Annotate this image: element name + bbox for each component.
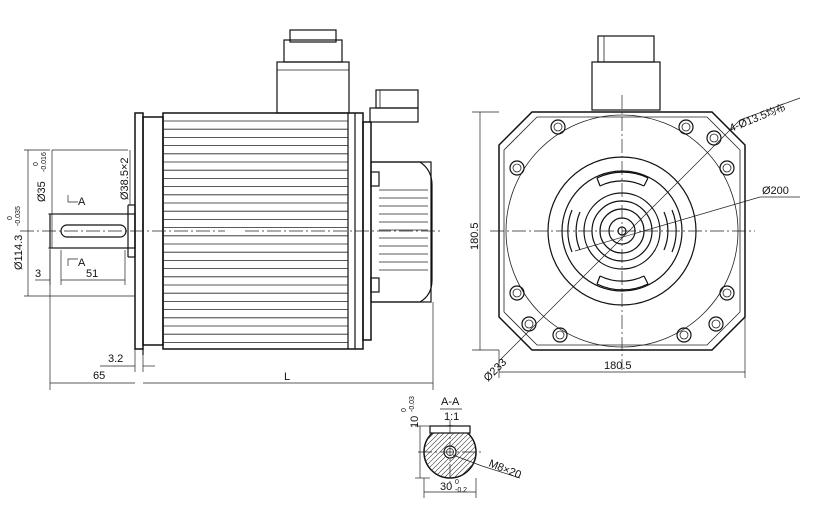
hatch-line [424,426,426,478]
thread-label: M8×20 [487,458,523,482]
rear-housing [362,121,433,341]
mounting-hole [509,285,525,301]
mounting-hole-inner [709,133,719,143]
mounting-hole-inner [679,330,689,340]
mounting-hole [708,316,724,332]
mounting-hole [706,130,722,146]
key-width-tol-upper: 0 [401,408,408,412]
section-marker-top: A [78,196,86,208]
mounting-hole [678,119,694,135]
flange-plate [134,112,164,355]
mounting-hole-inner [524,319,534,329]
hatch-line [360,422,420,482]
mounting-hole [552,327,568,343]
mounting-hole-inner [553,122,563,132]
key-depth-tol-upper: 0 [455,479,459,486]
encoder-connector [369,89,419,123]
shaft-diameter-label: Ø35 [36,181,48,202]
flange-width-label: 180.5 [604,360,632,372]
body-length-label: L [284,371,290,383]
section-scale: 1:1 [444,411,459,423]
mounting-hole-inner [681,122,691,132]
shaft-length-label: 65 [93,370,105,382]
mounting-hole-inner [711,319,721,329]
pilot-diameter-tol-upper: 0 [7,216,14,220]
pcd-label: Ø200 [762,185,789,197]
flange-height-label: 180.5 [469,222,481,250]
key-length-label: 51 [86,268,98,280]
mounting-hole [509,160,525,176]
mounting-hole [719,160,735,176]
outer-diameter-label: Ø233 [482,357,510,385]
pilot-diameter-tol-lower: -0.035 [15,206,22,226]
shaft-diameter-tol-upper: 0 [33,162,40,166]
shaft-diameter-tol-lower: -0.016 [41,152,48,172]
mounting-holes [509,119,735,343]
flange-gap-label: 3.2 [108,353,123,365]
flange-outline [498,111,746,351]
side-view: Ø35 0 -0.016 Ø38.5×2 Ø114.3 0 -0.035 A A… [7,29,440,390]
key-width-label: 10 [409,416,421,428]
mounting-hole [676,327,692,343]
shoulder-diameter-label: Ø38.5×2 [119,157,131,200]
hatch-line [449,426,476,478]
front-view: 4-Ø13.5均布 Ø200 180.5 180.5 Ø233 [469,35,801,385]
mounting-holes-label: 4-Ø13.5均布 [728,101,788,135]
pilot-diameter-label: Ø114.3 [13,235,25,270]
power-connector [276,29,350,114]
mounting-hole [550,119,566,135]
mounting-hole-inner [722,163,732,173]
mounting-hole [719,285,735,301]
mounting-hole [521,316,537,332]
mounting-hole-inner [512,163,522,173]
front-connector [591,35,661,111]
key-depth-tol-lower: -0.2 [455,487,467,494]
section-view: A-A 1:1 10 0 -0.03 M8×20 30 0 -0.2 [360,396,523,498]
key-width-tol-lower: -0.03 [409,396,416,412]
hatch-line [429,426,476,478]
key-depth-label: 30 [440,481,452,493]
section-title: A-A [441,396,460,408]
hatch-line [454,426,476,478]
mounting-hole-inner [512,288,522,298]
key-offset-label: 3 [35,268,41,280]
mounting-hole-inner [722,288,732,298]
mounting-hole-inner [555,330,565,340]
section-marker-bottom: A [78,257,86,269]
